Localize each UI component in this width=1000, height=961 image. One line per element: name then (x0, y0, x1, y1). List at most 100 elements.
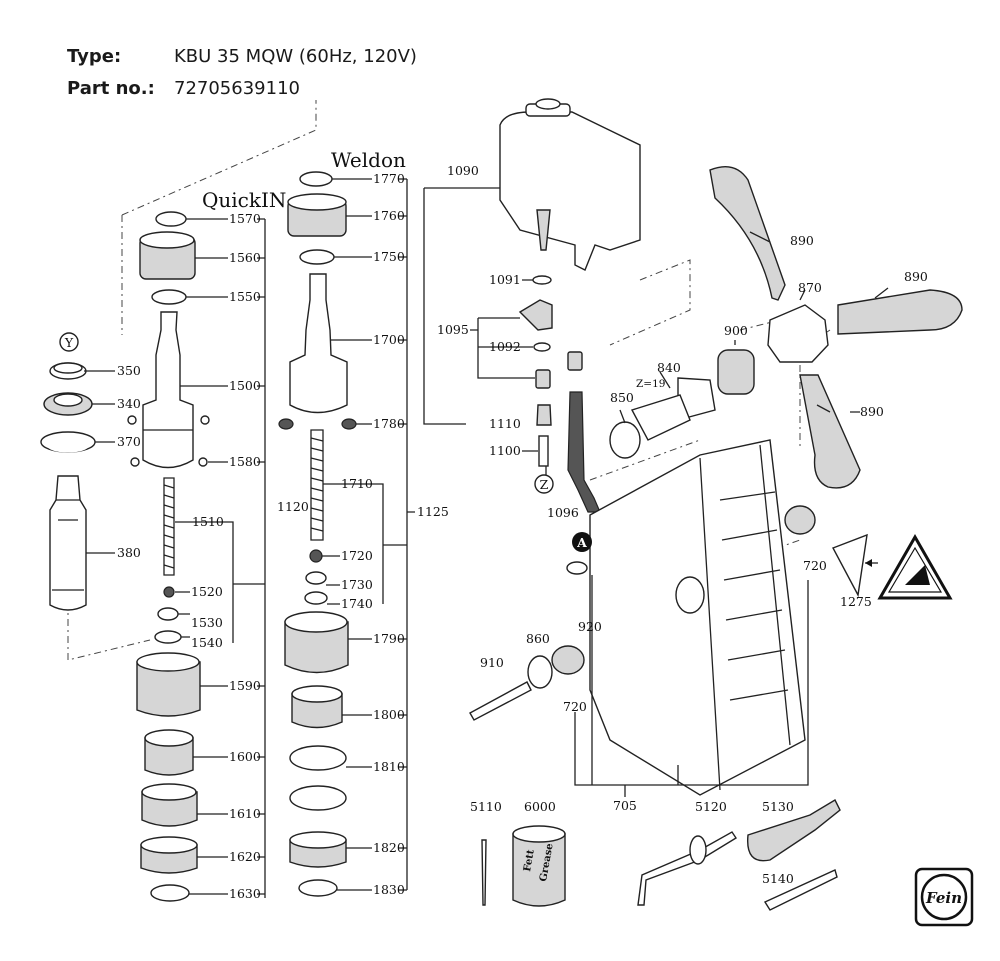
part-number-labels: 350 340 370 380 1570 1560 1550 1500 1580… (117, 163, 928, 901)
part-1560: 1560 (229, 250, 261, 265)
part-860: 860 (526, 631, 550, 646)
part-1570: 1570 (229, 211, 261, 226)
part-1110: 1110 (489, 416, 521, 431)
part-840: 840 (657, 360, 681, 375)
hose-1096-shape (567, 391, 601, 513)
part-1760: 1760 (373, 208, 405, 223)
part-1590: 1590 (229, 678, 261, 693)
pin-5110-shape (481, 839, 487, 906)
quickin-title: QuickIN (202, 188, 286, 212)
part-1095: 1095 (437, 322, 469, 337)
part-number-row: Part no.: 72705639110 (67, 78, 300, 99)
handle-group (609, 166, 963, 489)
accessories-group (481, 799, 841, 911)
part-1820: 1820 (373, 840, 405, 855)
part-900: 900 (724, 323, 748, 338)
sleeve-1790-shape (284, 621, 349, 674)
wedge-5140-shape (763, 869, 838, 911)
part-350: 350 (117, 363, 141, 378)
part-1810: 1810 (373, 759, 405, 774)
part-1630: 1630 (229, 886, 261, 901)
part-5130: 5130 (762, 799, 794, 814)
part-1510: 1510 (192, 514, 224, 529)
left-spindle-group (40, 362, 96, 611)
part-720-right: 720 (803, 558, 827, 573)
part-number-label: Part no.: (67, 78, 155, 99)
part-890-bottom: 890 (860, 404, 884, 419)
coolant-tank-group (499, 98, 641, 513)
key-5120-shape (637, 831, 737, 906)
part-1091: 1091 (489, 272, 521, 287)
spindle-380-shape (49, 475, 87, 611)
label-z-circle (534, 474, 554, 494)
gear-note: Z=19 (636, 378, 665, 390)
part-1730: 1730 (341, 577, 373, 592)
part-5110: 5110 (470, 799, 502, 814)
part-5140: 5140 (762, 871, 794, 886)
handle-890-top-shape (709, 166, 786, 301)
part-890-top: 890 (790, 233, 814, 248)
weldon-title: Weldon (331, 148, 406, 172)
weldon-spindle-1700-shape (289, 273, 348, 414)
circle-label-y: Y (64, 335, 74, 350)
weldon-column (278, 171, 357, 897)
part-1275: 1275 (840, 594, 872, 609)
type-row: Type: KBU 35 MQW (60Hz, 120V) (67, 46, 417, 67)
spring-1710-shape (310, 429, 324, 541)
tap-1095-shape (518, 299, 553, 331)
part-1830: 1830 (373, 882, 405, 897)
circle-label-a: A (576, 535, 587, 550)
part-1790: 1790 (373, 631, 405, 646)
fein-logo: Fein (914, 867, 974, 927)
part-850: 850 (610, 390, 634, 405)
part-1096: 1096 (547, 505, 579, 520)
stand-group (469, 439, 868, 796)
part-890-right: 890 (904, 269, 928, 284)
part-870: 870 (798, 280, 822, 295)
part-1770: 1770 (373, 171, 405, 186)
part-1610: 1610 (229, 806, 261, 821)
part-1540: 1540 (191, 635, 223, 650)
handle-890-bottom-shape (799, 374, 861, 489)
grease-label-fett: Fett (522, 848, 537, 872)
sleeve-1590-shape (136, 661, 201, 717)
hub-870-shape (767, 304, 829, 363)
type-label: Type: (67, 46, 122, 67)
spring-1510-shape (163, 477, 175, 576)
part-1710: 1710 (341, 476, 373, 491)
logo-text: Fein (925, 889, 962, 907)
part-1750: 1750 (373, 249, 405, 264)
part-1100: 1100 (489, 443, 521, 458)
handle-890-right-shape (837, 289, 963, 335)
circle-label-z: Z (540, 477, 549, 492)
part-920: 920 (578, 619, 602, 634)
part-1780: 1780 (373, 416, 405, 431)
grease-6000-shape (512, 833, 566, 907)
part-number-value: 72705639110 (174, 78, 300, 99)
part-1120: 1120 (277, 499, 309, 514)
part-6000: 6000 (524, 799, 556, 814)
part-1125: 1125 (417, 504, 449, 519)
part-1520: 1520 (191, 584, 223, 599)
part-370: 370 (117, 434, 141, 449)
bolt-910-shape (469, 681, 532, 721)
part-1580: 1580 (229, 454, 261, 469)
quickin-spindle-1500-shape (142, 311, 194, 469)
type-value: KBU 35 MQW (60Hz, 120V) (174, 46, 417, 67)
leader-lines (84, 178, 889, 898)
part-340: 340 (117, 396, 141, 411)
label-1275-shape (832, 533, 868, 598)
part-380: 380 (117, 545, 141, 560)
part-1500: 1500 (229, 378, 261, 393)
part-1092: 1092 (489, 339, 521, 354)
warning-sign-icon (865, 533, 953, 600)
part-1090: 1090 (447, 163, 479, 178)
part-1620: 1620 (229, 849, 261, 864)
shaft-840-shape (630, 394, 691, 441)
label-y-circle (59, 332, 79, 352)
part-1600: 1600 (229, 749, 261, 764)
part-1720: 1720 (341, 548, 373, 563)
stand-705-shape (589, 439, 806, 796)
part-1530: 1530 (191, 615, 223, 630)
